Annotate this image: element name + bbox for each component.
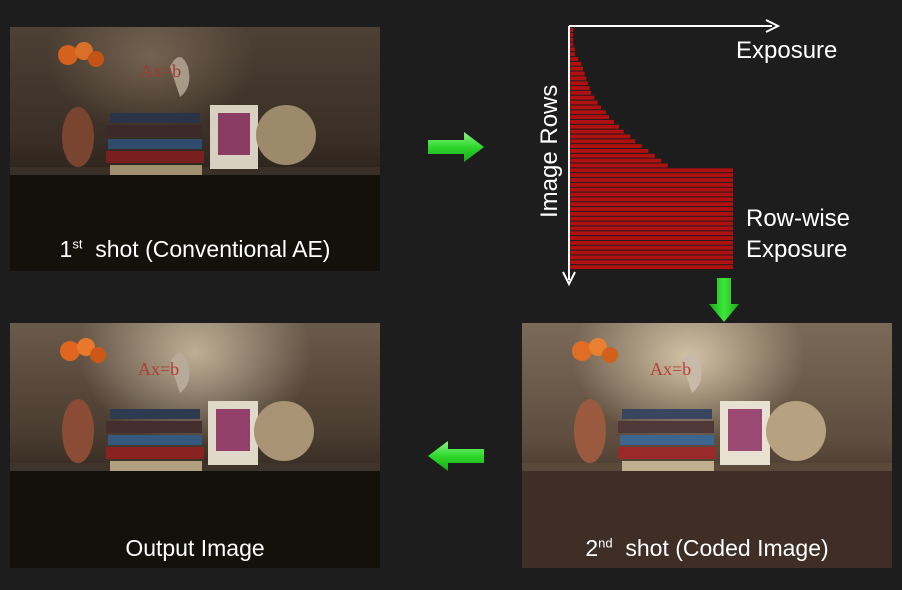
exposure-bar	[570, 211, 733, 216]
exposure-bar	[570, 61, 582, 66]
exposure-bar	[570, 158, 662, 163]
exposure-bar	[570, 240, 733, 245]
second-shot-caption: 2nd shot (Coded Image)	[585, 535, 829, 561]
exposure-bar	[570, 71, 585, 76]
exposure-bar	[570, 168, 733, 173]
exposure-bar	[570, 110, 606, 115]
exposure-bar	[570, 226, 733, 231]
exposure-bar	[570, 197, 733, 202]
exposure-bar	[570, 90, 592, 95]
exposure-bar	[570, 28, 574, 32]
first-shot-photo: Ax=b 1st shot (Conventional AE)	[10, 27, 380, 271]
exposure-bar	[570, 76, 587, 81]
exposure-bar	[570, 139, 636, 144]
exposure-bar	[570, 178, 733, 182]
annotation-line2: Exposure	[746, 236, 848, 263]
exposure-bar	[570, 207, 733, 211]
exposure-bar	[570, 260, 733, 265]
exposure-bar	[570, 119, 615, 124]
exposure-bar	[570, 216, 733, 221]
exposure-bar	[570, 265, 733, 270]
svg-text:Ax=b: Ax=b	[140, 61, 181, 81]
exposure-bar	[570, 245, 733, 250]
exposure-bar	[570, 115, 610, 119]
output-scene: Ax=b	[10, 338, 380, 568]
exposure-bar	[570, 81, 588, 86]
exposure-bar	[570, 42, 574, 47]
exposure-bar	[570, 32, 574, 37]
exposure-bar	[570, 250, 733, 255]
exposure-bars	[570, 28, 733, 270]
exposure-bar	[570, 236, 733, 240]
output-photo: Ax=b Output Image	[10, 323, 380, 568]
arrow-left-icon	[428, 441, 484, 471]
exposure-bar	[570, 144, 642, 149]
second-shot-photo: Ax=b 2nd shot (Coded Image)	[522, 323, 892, 568]
exposure-bar	[570, 134, 631, 139]
first-shot-scene: Ax=b	[10, 42, 380, 271]
exposure-bar	[570, 37, 574, 42]
second-shot-scene: Ax=b	[522, 338, 892, 568]
exposure-bar	[570, 221, 733, 226]
exposure-bar	[570, 149, 649, 153]
x-axis-arrowhead-icon	[765, 19, 781, 33]
output-caption: Output Image	[125, 535, 265, 561]
annotation-line1: Row-wise	[746, 205, 851, 232]
exposure-bar	[570, 153, 655, 158]
exposure-bar	[570, 231, 733, 236]
exposure-bar	[570, 187, 733, 192]
exposure-bar	[570, 129, 624, 134]
exposure-bar	[570, 255, 733, 260]
svg-text:Ax=b: Ax=b	[138, 359, 179, 379]
row-exposure-graph	[562, 19, 781, 287]
exposure-bar	[570, 173, 733, 178]
y-axis-arrowhead-icon	[562, 271, 576, 287]
exposure-bar	[570, 124, 619, 129]
exposure-bar	[570, 182, 733, 187]
exposure-bar	[570, 163, 668, 168]
exposure-bar	[570, 57, 579, 61]
arrow-down-icon	[709, 278, 739, 322]
exposure-bar	[570, 105, 601, 110]
exposure-bar	[570, 86, 590, 90]
arrow-right-icon	[428, 132, 484, 162]
exposure-bar	[570, 52, 575, 57]
exposure-bar	[570, 100, 598, 105]
first-shot-caption: 1st shot (Conventional AE)	[59, 236, 331, 262]
svg-text:Ax=b: Ax=b	[650, 359, 691, 379]
y-axis-label: Image Rows	[536, 84, 563, 218]
exposure-bar	[570, 192, 733, 197]
exposure-bar	[570, 66, 584, 71]
x-axis-label: Exposure	[736, 37, 838, 64]
exposure-bar	[570, 47, 575, 52]
exposure-bar	[570, 202, 733, 207]
exposure-bar	[570, 95, 595, 100]
